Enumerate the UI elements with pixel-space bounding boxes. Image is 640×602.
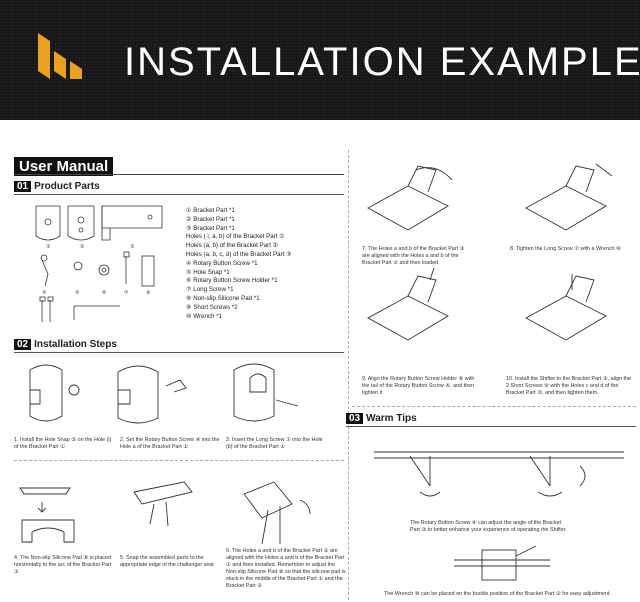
section-product-parts: 01 Product Parts: [14, 181, 100, 192]
list-item: ⑥ Rotary Button Screw Holder *1: [186, 277, 278, 285]
list-item: Holes ( i, a, b) of the Bracket Part ①: [186, 233, 285, 241]
list-item: Holes (a, b) of the Bracket Part ②: [186, 242, 279, 250]
step-caption: 7. The Holes a and b of the Bracket Part…: [362, 246, 465, 266]
step-caption: 8. Tighten the Long Screw ⑦ with a Wrenc…: [510, 246, 621, 252]
manual-title: User Manual: [14, 157, 114, 176]
tip-caption: The Rotary Button Screw ④ can adjust the…: [410, 520, 567, 533]
divider: [346, 426, 636, 427]
steps-1-3-illustration: [29, 363, 299, 424]
divider: [14, 174, 344, 175]
section-title: Installation Steps: [34, 339, 117, 350]
brand-logo-icon: [38, 33, 82, 79]
step-caption: 5. Snap the assembled parts to the appro…: [120, 555, 214, 568]
divider: [348, 150, 349, 600]
banner-title: INSTALLATION EXAMPLE: [124, 40, 640, 84]
step-caption: 9. Align the Rotary Button Screw Holder …: [362, 376, 475, 396]
step-caption: 6. The Holes a and b of the Bracket Part…: [226, 548, 346, 589]
divider: [14, 194, 344, 195]
wrench-tip-illustration: [454, 545, 550, 581]
step-caption: 2. Set the Rotary Button Screw ④ into th…: [120, 437, 220, 450]
svg-text:①: ①: [46, 244, 51, 250]
list-item: ④ Rotary Button Screw *1: [186, 259, 258, 267]
svg-text:③: ③: [130, 244, 135, 250]
list-item: Holes (a, b, c, d) of the Bracket Part ③: [186, 250, 292, 258]
warm-tips-illustration: [374, 451, 624, 497]
svg-text:②: ②: [80, 244, 85, 250]
step-caption: 1. Install the Hole Snap ⑤ on the Hole (…: [14, 437, 112, 450]
list-item: ⑧ Non-slip Silicone Pad *1: [186, 294, 260, 302]
divider: [14, 352, 344, 353]
list-item: ① Bracket Part *1: [186, 207, 235, 214]
section-warm-tips: 03 Warm Tips: [346, 413, 417, 424]
parts-list: ① Bracket Part *1 ② Bracket Part *1 ③ Br…: [186, 207, 292, 321]
step-caption: 3. Insert the Long Screw ⑦ into the Hole…: [226, 437, 323, 450]
section-number: 02: [14, 339, 32, 350]
header-banner: INSTALLATION EXAMPLE: [0, 0, 640, 120]
step-caption: 4. The Non-slip Silicone Pad ⑧ is placed…: [14, 555, 112, 575]
svg-text:⑦: ⑦: [124, 290, 129, 296]
tip-caption: The Wrench ⑩ can be placed on the buckle…: [384, 591, 611, 597]
list-item: ⑩ Wrench *1: [186, 312, 223, 320]
divider: [14, 460, 344, 461]
list-item: ⑤ Hole Snap *1: [186, 268, 230, 276]
section-number: 03: [346, 413, 364, 424]
svg-text:⑧: ⑧: [146, 290, 151, 296]
svg-text:⑤: ⑤: [42, 290, 47, 296]
section-number: 01: [14, 181, 32, 192]
divider: [352, 406, 636, 407]
svg-text:⑤: ⑤: [75, 290, 80, 296]
section-title: Product Parts: [34, 181, 100, 192]
svg-text:⑥: ⑥: [102, 290, 107, 296]
parts-illustration: ① ② ③ ⑤ ⑤ ⑥ ⑦ ⑧: [35, 205, 163, 322]
list-item: ⑦ Long Screw *1: [186, 286, 234, 294]
steps-7-10-illustration: [367, 163, 613, 341]
section-title: Warm Tips: [366, 413, 417, 424]
step-caption: 10. Install the Shifter to the Bracket P…: [506, 376, 631, 396]
list-item: ③ Bracket Part *1: [186, 224, 235, 232]
list-item: ⑨ Short Screws *2: [186, 303, 238, 311]
steps-4-6-illustration: [19, 481, 311, 545]
list-item: ② Bracket Part *1: [186, 215, 235, 223]
section-installation-steps: 02 Installation Steps: [14, 339, 117, 350]
